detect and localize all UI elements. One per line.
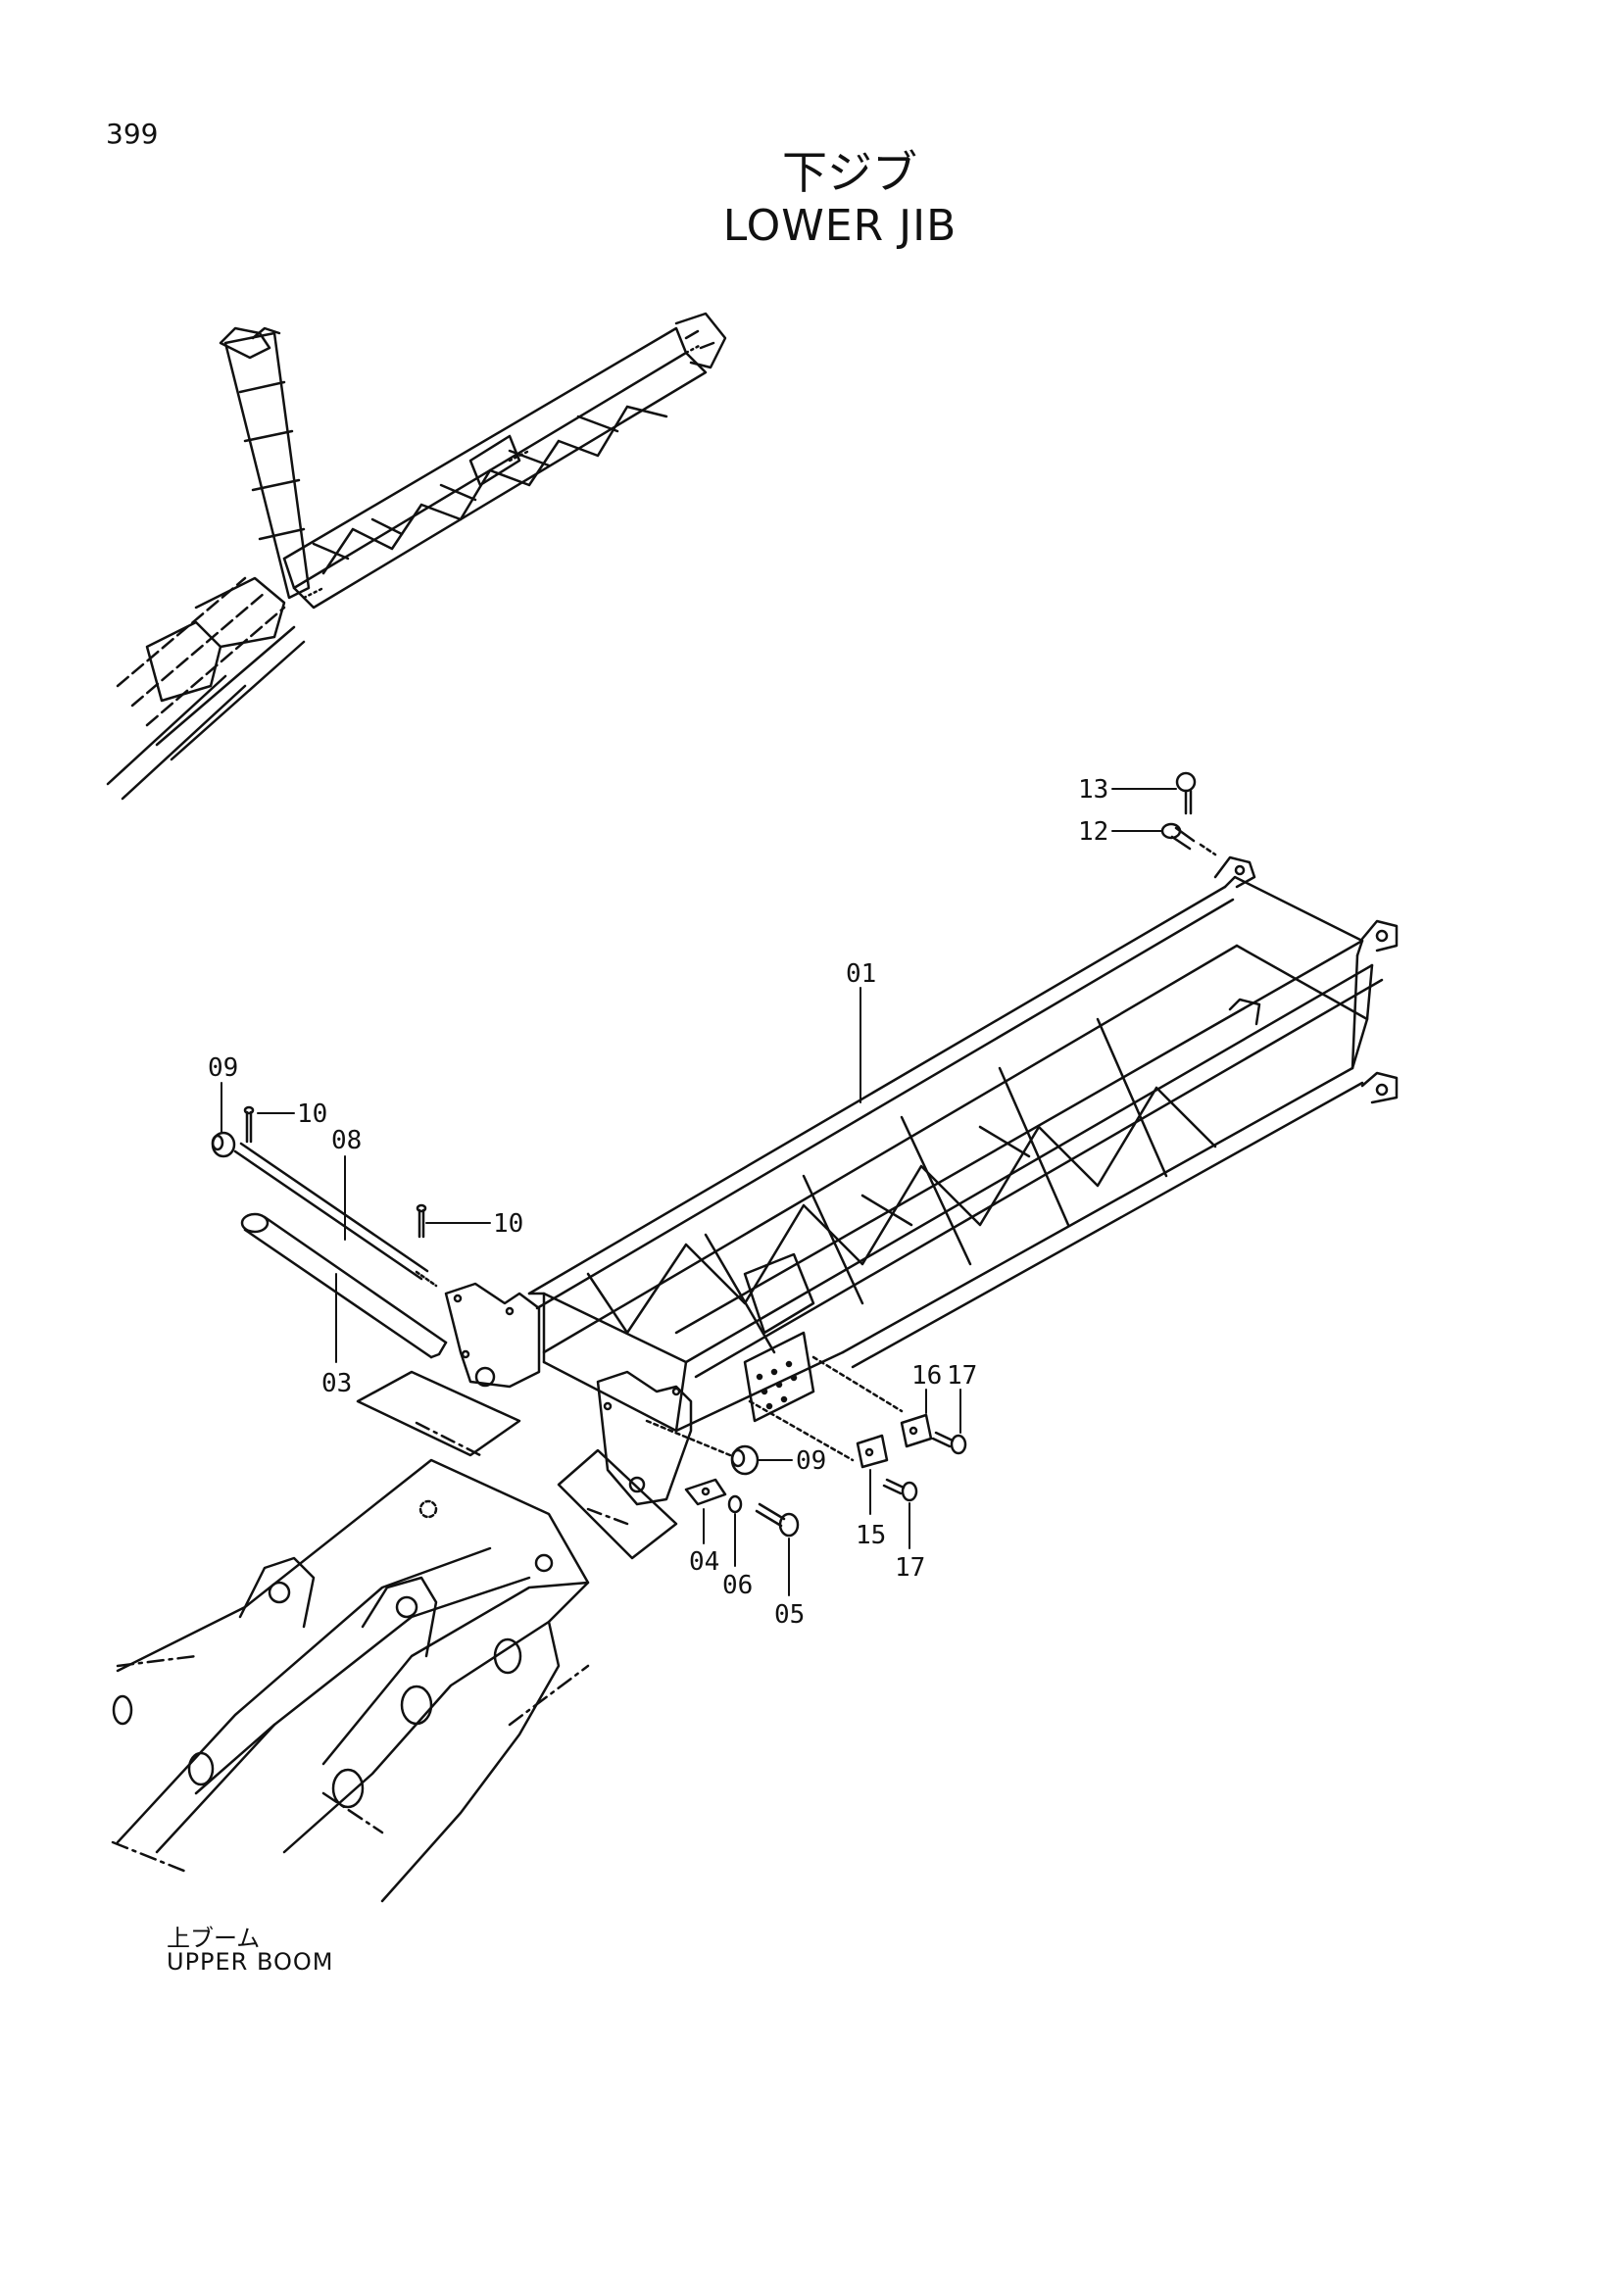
- callout-04: 04: [689, 1547, 719, 1577]
- callout-01: 01: [846, 959, 876, 989]
- upper-boom-label-japanese: 上ブーム: [167, 1925, 261, 1952]
- callout-12: 12: [1078, 817, 1108, 847]
- overview-crane-inset: [106, 312, 727, 801]
- callout-17-lower: 17: [895, 1553, 925, 1583]
- leader-lines: [221, 788, 1177, 1596]
- callout-03: 03: [321, 1369, 352, 1398]
- callout-05: 05: [774, 1600, 805, 1630]
- page-number: 399: [106, 118, 159, 150]
- callout-17-upper: 17: [947, 1361, 977, 1391]
- upper-boom-connection: [111, 1370, 678, 1903]
- upper-boom-label-english: UPPER BOOM: [167, 1948, 334, 1976]
- lower-jib-frame: [444, 855, 1399, 1506]
- page-title-english: LOWER JIB: [722, 201, 958, 251]
- page-title-japanese: 下ジブ: [782, 146, 917, 199]
- callout-13: 13: [1078, 775, 1108, 805]
- callout-09-lower: 09: [796, 1446, 826, 1476]
- pins-and-hardware: [211, 771, 1217, 1538]
- callout-09-upper: 09: [208, 1053, 238, 1083]
- callout-06: 06: [722, 1571, 753, 1600]
- callout-10-lower: 10: [493, 1209, 523, 1239]
- callout-numbers: 13 12 01 09 10 08 10 03 16 17 09 15 17 0…: [208, 775, 1108, 1630]
- callout-10-upper: 10: [297, 1099, 327, 1129]
- callout-16: 16: [911, 1361, 942, 1391]
- callout-08: 08: [331, 1126, 362, 1155]
- callout-15: 15: [856, 1521, 886, 1550]
